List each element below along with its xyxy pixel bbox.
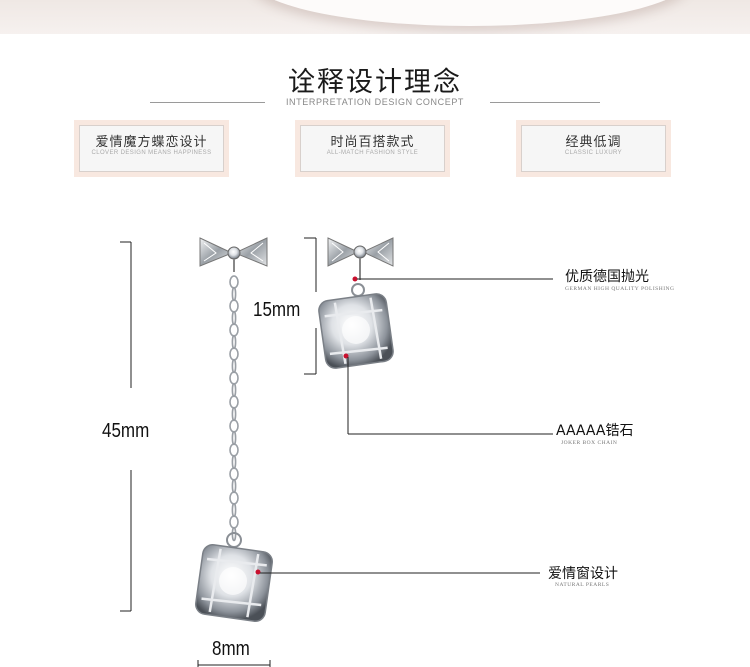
chain-link bbox=[231, 406, 237, 422]
chain-link bbox=[229, 371, 239, 385]
chain-link bbox=[231, 454, 237, 470]
chain-link bbox=[231, 334, 237, 350]
tag-subtitle: CLASSIC LUXURY bbox=[564, 150, 623, 156]
tag-frame bbox=[300, 125, 445, 172]
chain-link bbox=[229, 467, 239, 481]
tag-title: 时尚百搭款式 bbox=[330, 135, 415, 150]
callout-zircon: AAAAA锆石 bbox=[556, 423, 634, 439]
short-earring bbox=[318, 237, 394, 369]
callout-lines bbox=[260, 278, 553, 574]
tag-frame bbox=[79, 125, 224, 172]
dimension-label-length-long: 45mm bbox=[102, 420, 150, 442]
tag-frame bbox=[521, 125, 666, 172]
chain bbox=[229, 275, 239, 542]
chain-link bbox=[229, 299, 239, 313]
callout-window-design: 爱情窗设计 bbox=[548, 566, 618, 582]
chain-link bbox=[229, 323, 239, 337]
title-rule-right bbox=[490, 102, 600, 103]
chain-link bbox=[231, 286, 237, 302]
dimension-bracket-45mm bbox=[120, 241, 132, 612]
dimension-label-length-short: 15mm bbox=[253, 299, 301, 321]
chain-link bbox=[229, 491, 239, 505]
chain-link bbox=[231, 310, 237, 326]
feature-tag-all-match: 时尚百搭款式 ALL-MATCH FASHION STYLE bbox=[295, 120, 450, 177]
chain-link bbox=[231, 502, 237, 518]
chain-link bbox=[231, 430, 237, 446]
chain-link bbox=[231, 382, 237, 398]
dimension-label-width: 8mm bbox=[212, 638, 250, 660]
cube-pendant-icon bbox=[318, 283, 394, 369]
feature-tag-classic: 经典低调 CLASSIC LUXURY bbox=[516, 120, 671, 177]
tag-title: 爱情魔方蝶恋设计 bbox=[95, 135, 208, 150]
tag-title: 经典低调 bbox=[565, 135, 622, 150]
chain-link bbox=[229, 347, 239, 361]
bow-stud-icon bbox=[199, 237, 268, 272]
title-rule-left bbox=[150, 102, 265, 103]
chain-link bbox=[229, 515, 239, 529]
top-banner bbox=[0, 0, 750, 34]
long-earring bbox=[195, 237, 273, 622]
feature-tag-love-cube: 爱情魔方蝶恋设计 CLOVER DESIGN MEANS HAPPINESS bbox=[74, 120, 229, 177]
callout-polishing-en: GERMAN HIGH QUALITY POLISHING bbox=[565, 286, 675, 292]
chain-link bbox=[229, 395, 239, 409]
callout-window-design-en: NATURAL PEARLS bbox=[555, 582, 610, 588]
chain-link bbox=[229, 443, 239, 457]
callout-zircon-en: JOKER BOX CHAIN bbox=[561, 440, 618, 446]
tag-subtitle: CLOVER DESIGN MEANS HAPPINESS bbox=[91, 150, 212, 156]
tag-subtitle: ALL-MATCH FASHION STYLE bbox=[326, 150, 419, 156]
chain-link bbox=[229, 419, 239, 433]
cube-pendant-icon bbox=[195, 532, 273, 622]
page-title: 诠释设计理念 bbox=[288, 67, 462, 98]
page-subtitle: INTERPRETATION DESIGN CONCEPT bbox=[285, 97, 465, 107]
chain-link bbox=[229, 275, 239, 289]
dimension-bracket-8mm bbox=[197, 660, 271, 667]
chain-link bbox=[231, 358, 237, 374]
dimension-bracket-15mm bbox=[304, 237, 317, 375]
chain-link bbox=[231, 478, 237, 494]
bow-stud-icon bbox=[327, 237, 394, 282]
callout-polishing: 优质德国抛光 bbox=[565, 269, 649, 285]
